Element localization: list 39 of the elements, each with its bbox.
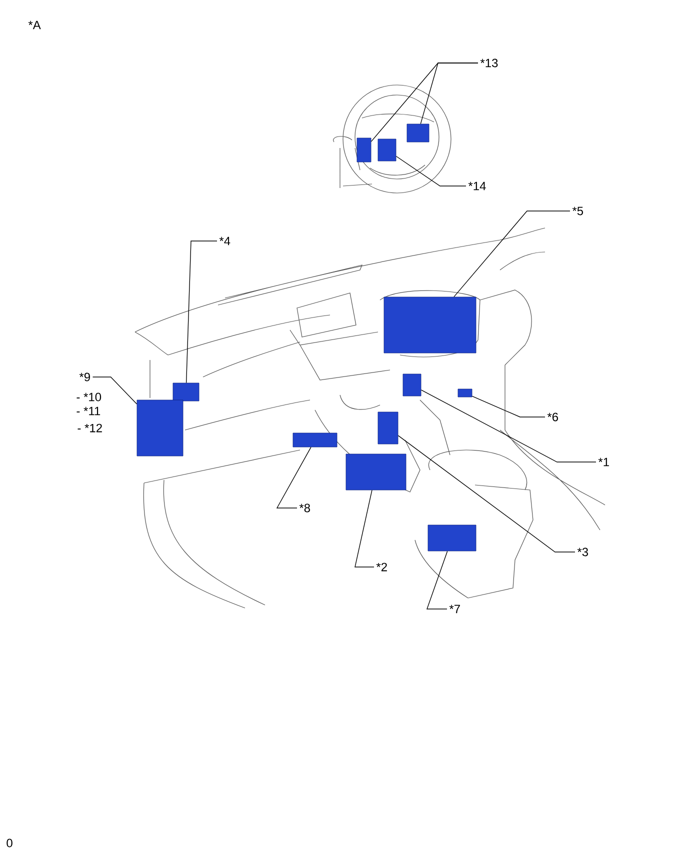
callout-number: *2 <box>376 562 387 572</box>
component <box>292 432 338 448</box>
callout-number: *13 <box>480 58 498 68</box>
callout-number: *7 <box>449 604 460 614</box>
callout-number: *6 <box>547 412 558 422</box>
component <box>172 382 200 402</box>
leader-line <box>354 490 374 568</box>
leader-line <box>186 240 218 384</box>
callout-number: *9 <box>79 372 90 382</box>
component <box>346 454 406 490</box>
callout-number: *1 <box>598 458 609 466</box>
component <box>458 388 472 398</box>
callout-number: *8 <box>299 504 310 512</box>
leader-line <box>92 376 138 404</box>
component <box>378 412 398 444</box>
callout-number: - *11 <box>76 406 100 416</box>
leader-line <box>472 396 546 418</box>
callout-number: - *12 <box>78 424 102 432</box>
callout-number: *4 <box>219 236 230 246</box>
component <box>406 124 430 142</box>
component <box>136 400 184 456</box>
callout-number: *5 <box>572 206 584 216</box>
component <box>384 296 476 354</box>
leader-line <box>398 435 576 552</box>
callout-number: *14 <box>468 182 486 190</box>
leader-line <box>420 390 596 462</box>
component <box>428 524 476 552</box>
callout-number: *3 <box>577 548 588 556</box>
figure-code: *A <box>28 20 41 30</box>
component <box>402 374 422 396</box>
component <box>378 138 396 162</box>
leader-line <box>420 62 478 124</box>
page-number: 0 <box>6 838 12 848</box>
leader-line <box>396 156 466 186</box>
leader-line <box>426 550 448 610</box>
component <box>356 138 372 162</box>
callout-number: - *10 <box>76 392 102 402</box>
leader-line <box>454 210 570 298</box>
leader-line <box>276 446 312 508</box>
